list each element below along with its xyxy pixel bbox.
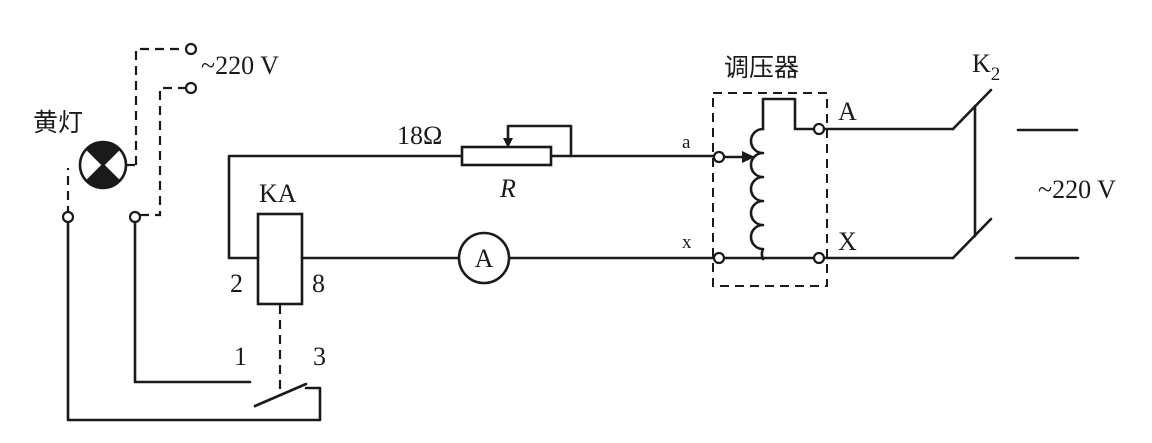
supply-terminal-bottom — [184, 81, 198, 95]
lamp-terminal-left — [61, 210, 75, 224]
switch-label: K2 — [972, 49, 1000, 85]
ammeter-symbol: A — [475, 244, 494, 273]
switch-K2 — [822, 88, 1080, 260]
regulator-terminal-a — [712, 150, 726, 164]
regulator-enclosure — [712, 92, 828, 287]
upper-branch-wires — [227, 124, 720, 260]
terminal-A-label: A — [838, 97, 857, 126]
resistor-symbol: R — [499, 174, 516, 203]
supply-terminal-top — [184, 42, 198, 56]
contact-pin-right: 3 — [313, 342, 326, 371]
relay-contact-switch — [253, 382, 308, 408]
regulator-label: 调压器 — [724, 53, 799, 82]
regulator-winding — [722, 97, 817, 261]
lamp-terminal-right — [128, 210, 142, 224]
lamp-label: 黄灯 — [33, 108, 83, 137]
terminal-X-label: X — [838, 227, 857, 256]
ammeter — [457, 231, 511, 285]
regulator-terminal-A — [812, 122, 826, 136]
rheostat-wiper-arrow — [503, 138, 513, 148]
contact-pin-left: 1 — [234, 342, 247, 371]
terminal-x-label: x — [682, 232, 692, 253]
top-supply-label: ~220 V — [201, 51, 279, 80]
rheostat-R — [460, 145, 553, 167]
terminal-a-label: a — [682, 132, 691, 153]
lamp-return-wires — [66, 220, 322, 422]
right-supply-label: ~220 V — [1038, 175, 1116, 204]
regulator-terminal-X — [812, 251, 826, 265]
regulator-terminal-x — [712, 251, 726, 265]
relay-label: KA — [259, 179, 297, 208]
relay-pin-right: 8 — [312, 269, 325, 298]
lamp-supply-dashed-leads — [66, 47, 186, 217]
yellow-lamp — [78, 140, 128, 190]
relay-pin-left: 2 — [230, 269, 243, 298]
relay-coil-KA — [256, 212, 304, 306]
resistor-value: 18Ω — [397, 121, 442, 150]
